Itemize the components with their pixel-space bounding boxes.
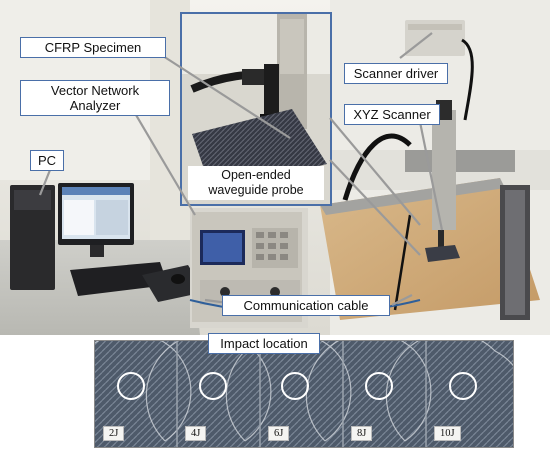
vna-text: Vector Network Analyzer (50, 83, 140, 113)
scanner-driver-text: Scanner driver (353, 66, 439, 81)
vna-label: Vector Network Analyzer (20, 80, 170, 116)
xyz-scanner-text: XYZ Scanner (353, 107, 431, 122)
xyz-scanner-label: XYZ Scanner (344, 104, 440, 125)
impact-circle-10j (449, 372, 477, 400)
impact-circle-4j (199, 372, 227, 400)
pc-label: PC (30, 150, 64, 171)
panel-label-8j: 8J (351, 426, 373, 441)
panel-label-4j: 4J (185, 426, 207, 441)
pc-text: PC (37, 153, 57, 168)
impact-location-text: Impact location (220, 336, 308, 351)
impact-circle-6j (281, 372, 309, 400)
probe-label: Open-ended waveguide probe (188, 166, 324, 200)
impact-circle-2j (117, 372, 145, 400)
probe-inset: Open-ended waveguide probe (180, 12, 332, 206)
cfrp-specimen-label: CFRP Specimen (20, 37, 166, 58)
impact-specimen-strip: 2J 4J 6J 8J 10J (94, 340, 514, 448)
scanner-driver-label: Scanner driver (344, 63, 448, 84)
impact-circles (117, 372, 477, 400)
communication-cable-label: Communication cable (222, 295, 390, 316)
impact-location-label: Impact location (208, 333, 320, 354)
panel-label-2j: 2J (103, 426, 125, 441)
probe-label-text: Open-ended waveguide probe (208, 168, 304, 197)
cfrp-specimen-text: CFRP Specimen (44, 40, 142, 55)
impact-circle-8j (365, 372, 393, 400)
panel-label-6j: 6J (268, 426, 290, 441)
communication-cable-text: Communication cable (243, 298, 369, 313)
panel-label-10j: 10J (434, 426, 461, 441)
